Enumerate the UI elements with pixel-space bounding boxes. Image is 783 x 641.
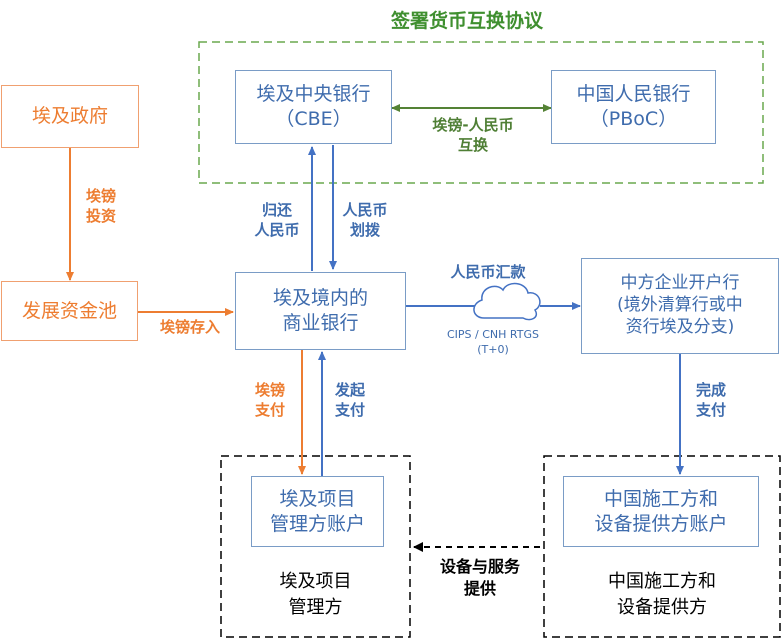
egypt-commercial-bank-line-2: 商业银行 [282,312,359,334]
swap-label: 埃镑-人民币 互换 [413,115,533,156]
initiate-pay-line-2: 支付 [334,401,365,420]
service-line-2: 提供 [463,578,496,598]
cn-contractor-group-line-2: 设备提供方 [617,597,707,619]
gov-invest-label: 埃镑 投资 [76,186,126,227]
cips-cloud-icon [473,282,541,321]
egypt-government-node: 埃及政府 [1,85,139,148]
egypt-pm-group-line-2: 管理方 [288,597,343,619]
cn-contractor-group-label: 中国施工方和 设备提供方 [544,569,780,621]
egp-pay-line-2: 支付 [254,401,285,420]
complete-pay-line-2: 支付 [695,401,726,420]
cbe-line-1: 埃及中央银行 [256,83,371,106]
egypt-commercial-bank-line-1: 埃及境内的 [272,287,368,310]
allocate-rmb-line-1: 人民币 [342,201,388,219]
pboc-line-2: （PBoC） [589,108,678,130]
cn-contractor-group-line-1: 中国施工方和 [608,571,716,592]
swap-agreement-frame [198,41,764,184]
return-rmb-line-1: 归还 [261,201,292,219]
cips-label: CIPS / CNH RTGS (T+0) [423,327,563,358]
initiate-pay-line-1: 发起 [334,381,365,399]
complete-pay-label: 完成 支付 [686,380,736,421]
gov-invest-line-1: 埃镑 [85,187,116,205]
allocate-rmb-line-2: 划拨 [349,221,380,240]
cips-line-1: CIPS / CNH RTGS [447,328,539,341]
cn-bank-node: 中方企业开户行 (境外清算行或中 资行埃及分支) [581,258,779,354]
egypt-pm-group-label: 埃及项目 管理方 [221,569,410,621]
deposit-label: 埃镑存入 [159,318,220,336]
cn-contractor-account-line-2: 设备提供方账户 [594,512,728,535]
swap-agreement-title: 签署货币互换协议 [391,10,544,32]
service-line-1: 设备与服务 [439,557,520,576]
allocate-rmb-label: 人民币 划拨 [332,200,398,241]
return-rmb-label: 归还 人民币 [244,200,310,241]
egp-pay-label: 埃镑 支付 [240,380,300,421]
cn-bank-line-1: 中方企业开户行 [620,273,740,294]
swap-label-line-1: 埃镑-人民币 [432,116,514,134]
development-fund-node: 发展资金池 [1,281,138,341]
egp-pay-line-1: 埃镑 [254,381,285,399]
gov-invest-line-2: 投资 [85,207,116,226]
egypt-pm-account-line-1: 埃及项目 [279,487,356,510]
pboc-node: 中国人民银行 （PBoC） [551,70,716,144]
egypt-pm-account-node: 埃及项目 管理方账户 [251,476,384,547]
remit-label: 人民币汇款 [450,263,526,281]
return-rmb-line-2: 人民币 [254,221,300,240]
complete-pay-line-1: 完成 [695,381,726,399]
cn-bank-line-2: (境外清算行或中 [617,295,743,316]
development-fund-label: 发展资金池 [21,299,117,322]
egypt-pm-account-line-2: 管理方账户 [269,512,365,535]
initiate-pay-label: 发起 支付 [325,380,375,421]
cbe-line-2: （CBE） [275,108,352,130]
egypt-government-label: 埃及政府 [31,105,108,128]
pboc-line-1: 中国人民银行 [576,83,691,106]
egypt-commercial-bank-node: 埃及境内的 商业银行 [235,272,406,350]
cn-contractor-frame [543,455,781,638]
cn-contractor-account-node: 中国施工方和 设备提供方账户 [563,476,759,547]
egypt-pm-group-line-1: 埃及项目 [279,571,352,592]
service-label: 设备与服务 提供 [425,556,535,599]
cn-contractor-account-line-1: 中国施工方和 [603,487,718,510]
cbe-node: 埃及中央银行 （CBE） [235,70,392,144]
cips-line-2: (T+0) [477,343,509,357]
egypt-pm-frame [220,455,411,638]
swap-label-line-2: 互换 [457,136,488,155]
cn-bank-line-3: 资行埃及分支) [625,316,735,337]
